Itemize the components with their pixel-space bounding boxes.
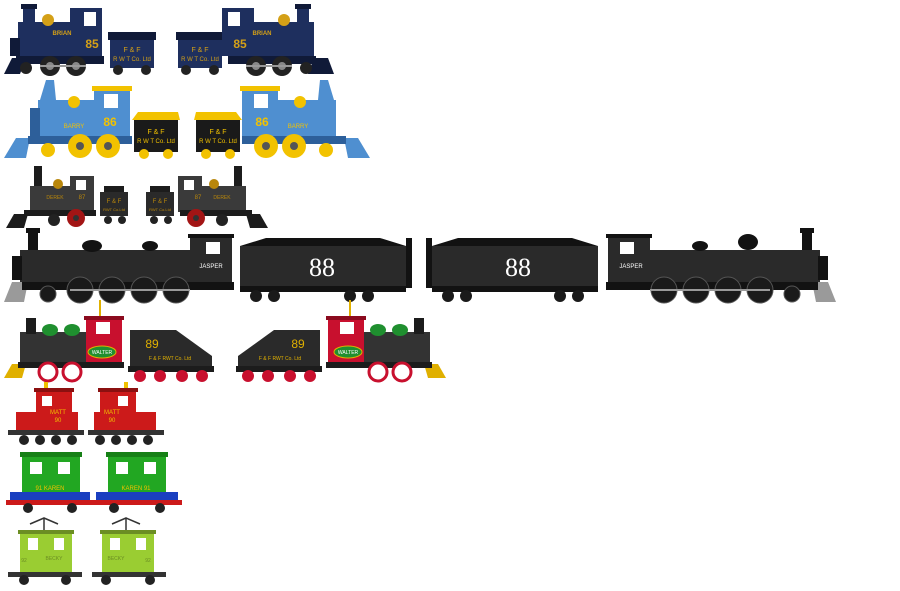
engine-number-label: 87 xyxy=(195,195,202,201)
engine-name-label: 91 KAREN xyxy=(35,486,64,492)
train-becky-right: BECKY 92 xyxy=(92,517,166,585)
train-barry-right: BARRY 86 xyxy=(240,80,370,158)
train-matt-right: MATT 90 xyxy=(88,382,164,445)
train-derek-right: DEREK 87 xyxy=(178,166,268,228)
engine-number-label: 92 xyxy=(21,558,27,564)
engine-number-label: 87 xyxy=(79,195,86,201)
tender-company-label: R W T Co. Ltd xyxy=(113,57,151,63)
engine-name-label: BRIAN xyxy=(253,31,272,37)
train-jasper-left: JASPER xyxy=(4,228,234,304)
tender-walter-left: 89 F & F RWT Co. Ltd xyxy=(128,330,214,382)
tender-company-label: RWT Co.Ltd xyxy=(149,207,171,212)
engine-name-label: DEREK xyxy=(213,195,231,201)
tender-jasper-left: 88 xyxy=(240,238,412,302)
tender-walter-right: 89 F & F RWT Co. Ltd xyxy=(236,330,322,382)
train-barry-left: BARRY 86 xyxy=(4,80,132,158)
train-walter-left: WALTER xyxy=(4,300,124,383)
engine-number-label: 90 xyxy=(109,418,116,424)
tender-number-label: 88 xyxy=(309,253,335,282)
engine-name-label: DEREK xyxy=(46,195,64,201)
engine-number-label: 86 xyxy=(103,115,117,129)
tender-brian-left: F & F R W T Co. Ltd xyxy=(108,32,156,75)
tender-label: F & F xyxy=(153,199,168,205)
train-matt-left: MATT 90 xyxy=(8,382,84,445)
engine-number-label: 90 xyxy=(55,418,62,424)
engine-name-label: BECKY xyxy=(46,556,64,562)
tender-barry-left: F & F R W T Co. Ltd xyxy=(132,112,180,159)
engine-name-label: JASPER xyxy=(199,264,223,270)
train-derek-left: DEREK 87 xyxy=(6,166,96,228)
engine-number-label: 86 xyxy=(255,115,269,129)
engine-name-label: MATT xyxy=(104,410,120,416)
tender-label: F & F xyxy=(191,47,208,54)
train-jasper-right: JASPER xyxy=(606,228,836,304)
tender-company-label: RWT Co.Ltd xyxy=(103,207,125,212)
tender-company-label: R W T Co. Ltd xyxy=(199,139,237,145)
engine-name-label: BECKY xyxy=(108,556,126,562)
engine-name-label: WALTER xyxy=(92,350,113,356)
tender-derek-left: F & F RWT Co.Ltd xyxy=(100,186,128,224)
tender-derek-right: F & F RWT Co.Ltd xyxy=(146,186,174,224)
train-brian-left: BRIAN 85 xyxy=(4,4,104,76)
tender-barry-right: F & F R W T Co. Ltd xyxy=(194,112,242,159)
engine-name-label: BRIAN xyxy=(53,31,72,37)
engine-name-label: BARRY xyxy=(64,124,85,130)
engine-number-label: 92 xyxy=(145,558,151,564)
engine-number-label: 85 xyxy=(85,37,99,51)
tender-label: F & F xyxy=(147,129,164,136)
engine-number-label: 85 xyxy=(233,37,247,51)
train-karen-left: 91 KAREN xyxy=(6,452,94,513)
train-karen-right: KAREN 91 xyxy=(92,452,182,513)
engine-name-label: KAREN 91 xyxy=(121,486,151,492)
engine-name-label: MATT xyxy=(50,410,66,416)
tender-company-label: R W T Co. Ltd xyxy=(137,139,175,145)
engine-name-label: BARRY xyxy=(288,124,309,130)
tender-jasper-right: 88 xyxy=(426,238,598,302)
tender-label: F & F RWT Co. Ltd xyxy=(259,356,302,362)
engine-name-label: WALTER xyxy=(338,350,359,356)
tender-number-label: 89 xyxy=(145,337,159,351)
tender-number-label: 89 xyxy=(291,337,305,351)
tender-company-label: R W T Co. Ltd xyxy=(181,57,219,63)
tender-label: F & F xyxy=(123,47,140,54)
engine-name-label: JASPER xyxy=(619,264,643,270)
tender-brian-right: F & F R W T Co. Ltd xyxy=(176,32,224,75)
train-becky-left: BECKY 92 xyxy=(8,517,82,585)
tender-label: F & F xyxy=(107,199,122,205)
tender-label: F & F xyxy=(209,129,226,136)
train-walter-right: WALTER xyxy=(326,300,446,383)
tender-number-label: 88 xyxy=(505,253,531,282)
tender-label: F & F RWT Co. Ltd xyxy=(149,356,192,362)
train-brian-right: BRIAN 85 xyxy=(222,4,334,76)
